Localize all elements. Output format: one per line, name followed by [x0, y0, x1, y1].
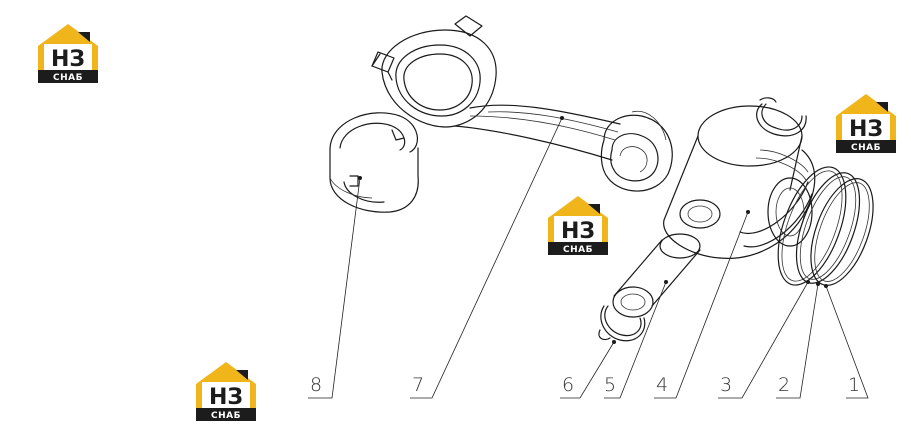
svg-text:НЗ: НЗ: [209, 385, 243, 410]
svg-text:НЗ: НЗ: [849, 117, 883, 142]
callout-5: 5: [604, 374, 616, 396]
callout-1: 1: [848, 374, 860, 396]
svg-text:СНАБ: СНАБ: [563, 245, 593, 255]
connecting-rod: [371, 15, 673, 192]
callout-7: 7: [412, 374, 424, 396]
callout-labels: 8 7 6 5 4 3 2 1: [310, 374, 860, 396]
callout-3: 3: [720, 374, 732, 396]
piston-rings: [777, 166, 874, 288]
circlips: [598, 97, 807, 342]
svg-text:СНАБ: СНАБ: [851, 143, 881, 153]
piston-pin: [612, 233, 701, 318]
watermark-logo: НЗ СНАБ: [548, 196, 608, 255]
svg-text:СНАБ: СНАБ: [53, 73, 83, 83]
piston: [663, 105, 816, 259]
callout-4: 4: [656, 374, 668, 396]
callout-6: 6: [562, 374, 574, 396]
watermark-logo: НЗ СНАБ: [836, 94, 896, 153]
svg-text:НЗ: НЗ: [51, 47, 85, 72]
callout-2: 2: [778, 374, 790, 396]
leader-lines: [308, 116, 869, 399]
watermark-logo: НЗ СНАБ: [196, 362, 256, 421]
watermark-logo: НЗ СНАБ: [38, 24, 98, 83]
svg-text:НЗ: НЗ: [561, 219, 595, 244]
callout-8: 8: [310, 374, 322, 396]
bearing-shells: [329, 112, 419, 213]
svg-text:СНАБ: СНАБ: [211, 411, 241, 421]
